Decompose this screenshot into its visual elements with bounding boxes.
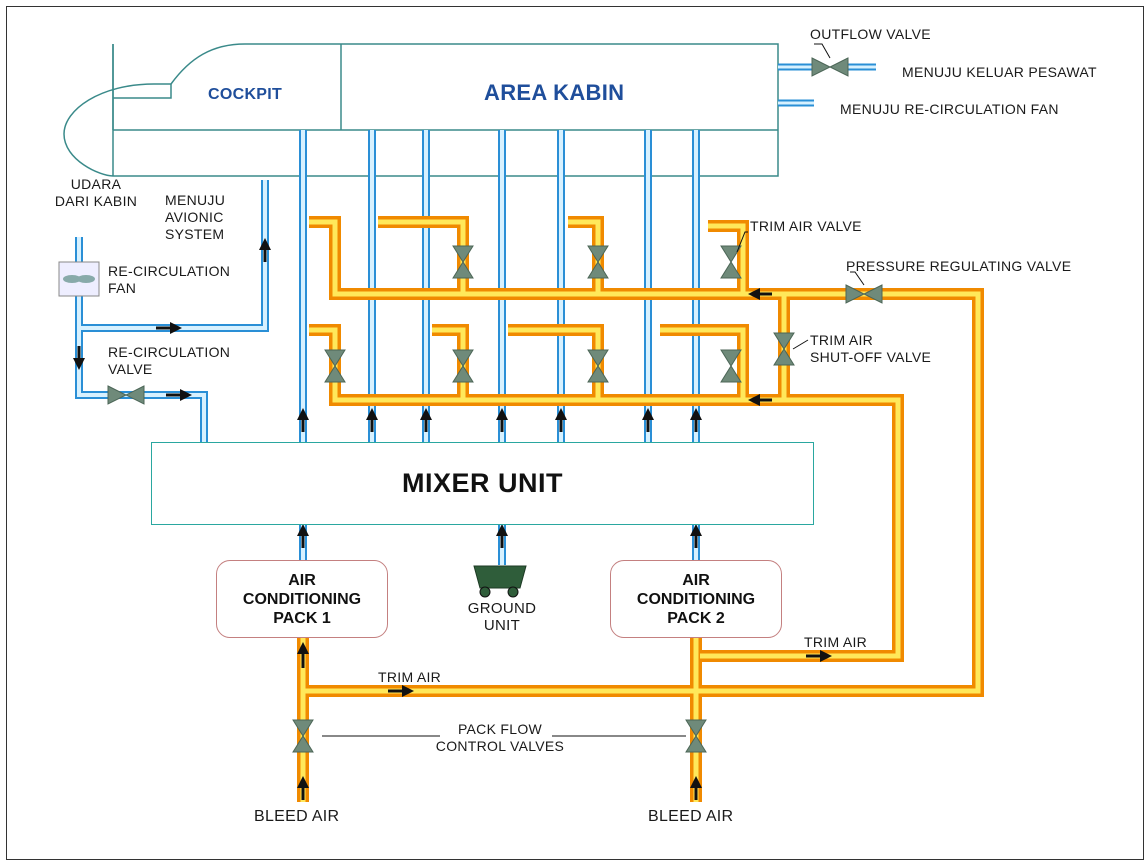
trim-air-valve-icon <box>587 349 609 383</box>
avionic-line-3: SYSTEM <box>165 226 225 242</box>
recirc-fan-line-2: FAN <box>108 280 137 296</box>
trim-shutoff-label: TRIM AIR SHUT-OFF VALVE <box>810 332 931 366</box>
distribution-ducts <box>299 130 700 442</box>
udara-line: UDARA <box>70 176 122 192</box>
flow-arrows <box>73 238 832 800</box>
outflow-valve-label: OUTFLOW VALVE <box>810 26 931 42</box>
pressure-regulating-valve-icon <box>845 284 883 304</box>
fuselage <box>63 43 779 177</box>
recirculation-valve-icon <box>107 385 145 405</box>
trim-shutoff-valve-icon <box>773 332 795 366</box>
pack-2-label: AIR CONDITIONING PACK 2 <box>636 571 756 627</box>
ground-line-2: UNIT <box>483 617 521 634</box>
trim-air-valve-label: TRIM AIR VALVE <box>750 218 862 234</box>
pack-flow-valve-icon <box>292 719 314 753</box>
trim-air-right-label: TRIM AIR <box>804 634 868 650</box>
pressure-regulating-valve-label: PRESSURE REGULATING VALVE <box>846 258 1072 274</box>
supply-ducts <box>299 523 700 565</box>
trim-air-valve-icon <box>452 349 474 383</box>
trim-air-valve-icon <box>587 245 609 279</box>
dari-kabin-line: DARI KABIN <box>54 193 138 209</box>
recirc-valve-line-2: VALVE <box>108 361 153 377</box>
leader-lines <box>322 43 865 737</box>
recirc-fan-line-1: RE-CIRCULATION <box>108 263 231 279</box>
menuju-recirc-fan-label: MENUJU RE-CIRCULATION FAN <box>840 101 1059 117</box>
cockpit-label: COCKPIT <box>208 86 283 103</box>
mixer-unit: MIXER UNIT <box>151 442 814 525</box>
bleed-air-left-label: BLEED AIR <box>254 808 340 825</box>
recirculation-fan-icon <box>58 261 100 297</box>
pack-1-label: AIR CONDITIONING PACK 1 <box>242 571 362 627</box>
pack-flow-line-2: CONTROL VALVES <box>435 738 565 754</box>
ground-unit-label: GROUND UNIT <box>446 600 558 634</box>
udara-dari-kabin-label: UDARA DARI KABIN <box>46 176 146 210</box>
area-kabin-label: AREA KABIN <box>484 80 625 105</box>
pack-flow-valve-icon <box>685 719 707 753</box>
ground-unit-icon <box>473 565 527 598</box>
avionic-label: MENUJU AVIONIC SYSTEM <box>165 192 225 243</box>
avionic-line-1: MENUJU <box>165 192 226 208</box>
menuju-keluar-label: MENUJU KELUAR PESAWAT <box>902 64 1097 80</box>
pack-flow-control-valves-label: PACK FLOW CONTROL VALVES <box>420 721 580 755</box>
air-conditioning-pack-2: AIR CONDITIONING PACK 2 <box>610 560 782 638</box>
pack-flow-line-1: PACK FLOW <box>457 721 543 737</box>
outflow-valve-icon <box>811 57 849 77</box>
trim-air-valve-icon <box>720 349 742 383</box>
recirc-fan-label: RE-CIRCULATION FAN <box>108 263 230 297</box>
trim-air-valve-icon <box>720 245 742 279</box>
recirc-valve-label: RE-CIRCULATION VALVE <box>108 344 230 378</box>
trim-shutoff-line-1: TRIM AIR <box>810 332 874 348</box>
trim-air-valve-icon <box>452 245 474 279</box>
mixer-unit-label: MIXER UNIT <box>401 468 563 498</box>
avionic-line-2: AVIONIC <box>165 209 224 225</box>
valves <box>107 57 883 753</box>
cabin-outlet-ducts <box>778 63 876 107</box>
trim-air-left-label: TRIM AIR <box>378 669 442 685</box>
ground-line-1: GROUND <box>467 600 537 617</box>
air-conditioning-pack-1: AIR CONDITIONING PACK 1 <box>216 560 388 638</box>
bleed-air-right-label: BLEED AIR <box>648 808 734 825</box>
recirc-valve-line-1: RE-CIRCULATION <box>108 344 231 360</box>
trim-shutoff-line-2: SHUT-OFF VALVE <box>810 349 932 365</box>
trim-air-valve-icon <box>324 349 346 383</box>
